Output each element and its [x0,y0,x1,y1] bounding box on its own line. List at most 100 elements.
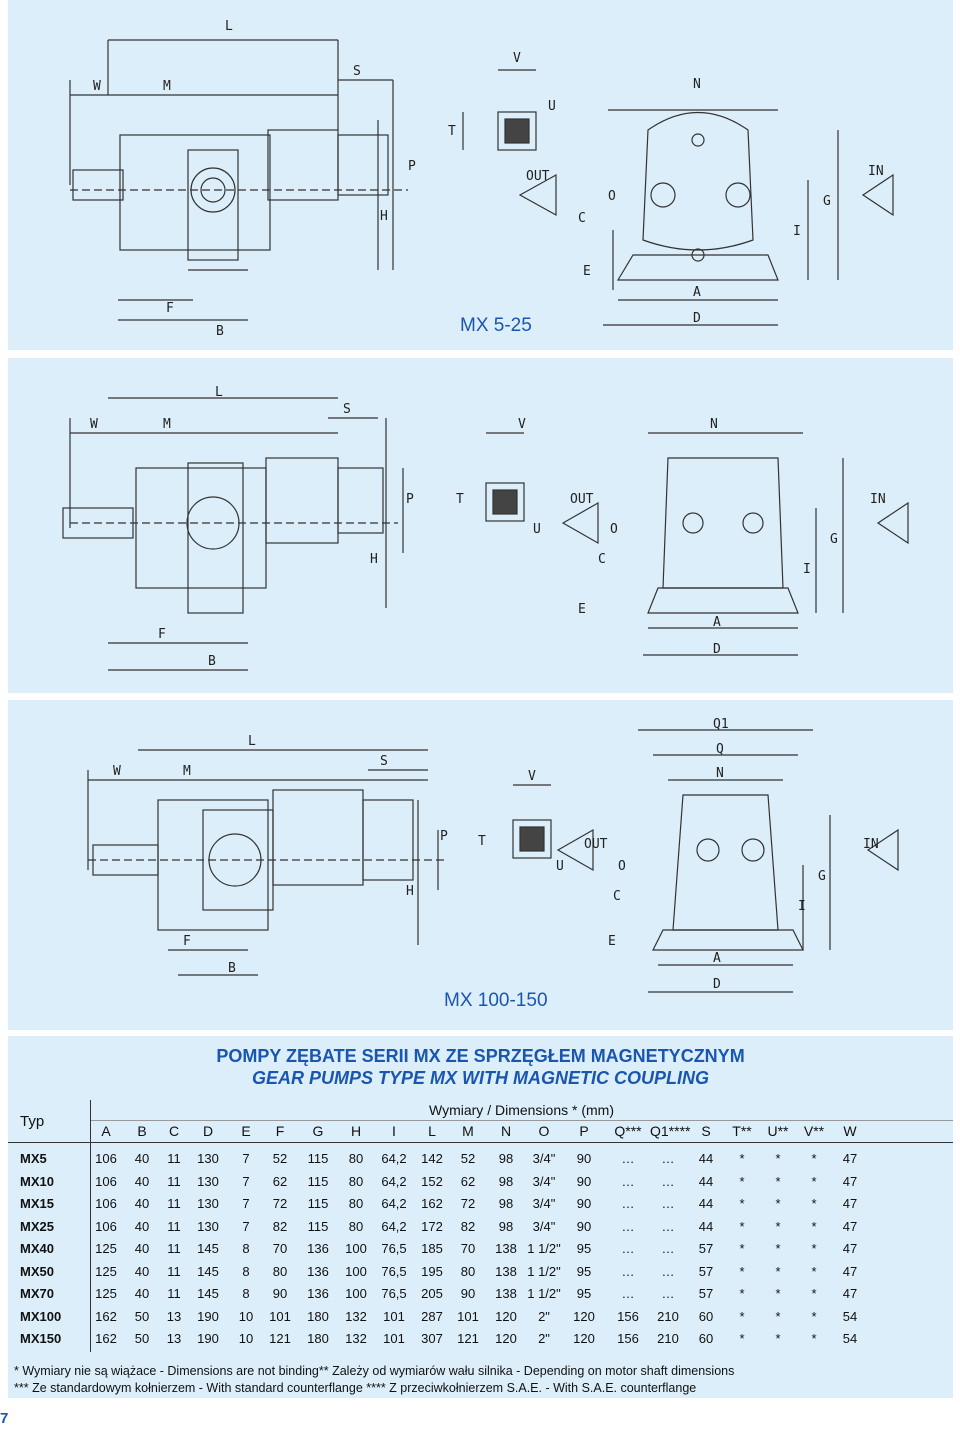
table-cell: 3/4" [532,1218,556,1234]
typ-header: Typ [20,1112,45,1130]
table-cell: … [621,1263,635,1279]
table-cell: 130 [197,1173,219,1189]
row-type-name: MX40 [20,1241,54,1256]
dim-label-L: L [225,19,233,34]
dim-label-T: T [448,124,456,139]
table-cell: 172 [421,1218,443,1234]
table-cell: 47 [842,1196,858,1211]
dim-label-N: N [716,766,724,781]
table-cell: * [811,1331,817,1346]
table-cell: 40 [134,1263,150,1279]
table-cell: 125 [95,1241,117,1256]
dim-label-E: E [608,934,616,949]
table-cell: 195 [421,1263,443,1279]
column-header: I [392,1123,396,1139]
table-cell: 13 [166,1308,182,1324]
table-cell: 72 [460,1196,476,1211]
column-header: T** [732,1123,752,1139]
table-cell: 120 [495,1308,517,1324]
table-cell: * [739,1263,745,1279]
column-header: U** [767,1123,789,1139]
dim-label-V: V [518,417,526,432]
table-cell: * [775,1151,781,1166]
drawing-panel-mx100-150: L W M S V U T P H F B OUT Q1 Q N O C E A… [8,700,953,1030]
technical-drawing: L W M S V U T P H F B OUT Q1 Q N O C E A… [87,717,899,993]
table-cell: 76,5 [381,1263,407,1279]
dim-label-H: H [380,209,388,224]
table-cell: 130 [197,1218,219,1234]
table-cell: 80 [272,1263,288,1279]
table-cell: 70 [272,1241,288,1256]
table-cell: 2" [538,1308,550,1324]
column-header: Q1**** [650,1123,691,1139]
table-cell: 120 [573,1331,595,1346]
table-cell: 132 [345,1308,367,1324]
table-cell: 287 [421,1308,443,1324]
table-cell: 190 [197,1308,219,1324]
dim-label-A: A [693,285,701,300]
table-cell: * [811,1218,817,1234]
technical-drawing: L W M S V U T P H F B OUT N O C E A D I … [62,385,909,671]
table-cell: 130 [197,1151,219,1166]
table-cell: * [811,1196,817,1211]
table-cell: 156 [617,1331,639,1346]
dim-label-S: S [380,754,388,769]
table-cell: 11 [167,1286,181,1301]
typ-column-rule [90,1100,91,1352]
table-cell: 3/4" [532,1151,556,1166]
table-cell: 47 [842,1286,858,1301]
dim-label-I: I [793,224,801,239]
table-cell: * [775,1241,781,1256]
table-cell: * [775,1173,781,1189]
table-cell: 11 [167,1218,181,1234]
dim-label-M: M [163,417,171,432]
dim-label-C: C [613,889,621,904]
table-cell: 44 [698,1151,714,1166]
column-header: Q*** [614,1123,642,1139]
column-header: F [275,1123,285,1139]
table-cell: 1 1/2" [527,1286,561,1301]
table-cell: * [811,1263,817,1279]
table-cell: 3/4" [532,1196,556,1211]
table-cell: 52 [460,1151,476,1166]
table-cell: 3/4" [532,1173,556,1189]
table-cell: * [775,1286,781,1301]
table-cell: 95 [576,1241,592,1256]
table-cell: 100 [345,1286,367,1301]
dim-label-V: V [528,769,536,784]
table-cell: 44 [698,1196,714,1211]
column-header: E [241,1123,251,1139]
row-type-name: MX50 [20,1263,54,1279]
table-cell: 76,5 [381,1241,407,1256]
row-type-name: MX10 [20,1173,54,1189]
table-cell: 40 [134,1241,150,1256]
table-cell: 64,2 [381,1151,407,1166]
dim-label-C: C [598,552,606,567]
table-cell: 62 [460,1173,476,1189]
table-cell: 307 [421,1331,443,1346]
dim-label-U: U [533,522,541,537]
table-cell: 80 [348,1173,364,1189]
table-cell: * [811,1286,817,1301]
table-cell: 82 [272,1218,288,1234]
table-cell: 145 [197,1263,219,1279]
table-cell: 121 [457,1331,479,1346]
table-cell: * [775,1218,781,1234]
table-cell: * [739,1286,745,1301]
table-cell: 7 [242,1173,250,1189]
table-cell: … [621,1218,635,1234]
table-cell: … [621,1151,635,1166]
table-cell: 120 [495,1331,517,1346]
dim-label-A: A [713,951,721,966]
model-label: MX 5-25 [460,315,532,336]
dim-label-B: B [216,324,224,339]
table-cell: 40 [134,1286,150,1301]
table-cell: 115 [307,1151,329,1166]
table-cell: 64,2 [381,1196,407,1211]
table-cell: 136 [307,1286,329,1301]
table-cell: 80 [348,1151,364,1166]
table-cell: 10 [238,1331,254,1346]
dim-label-B: B [208,654,216,669]
